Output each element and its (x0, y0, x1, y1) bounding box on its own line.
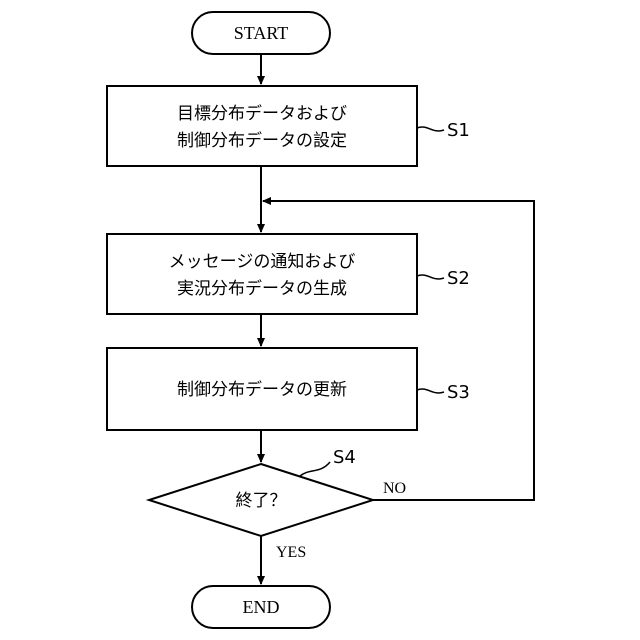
step-s1-leader (417, 127, 444, 131)
end-label: END (243, 597, 280, 617)
decision-s4-question: 終了？ (236, 491, 287, 511)
no-label: NO (383, 480, 406, 497)
step-s3-leader (417, 389, 444, 393)
start-terminal: START (192, 12, 330, 54)
step-s3-id: S3 (447, 382, 470, 403)
step-s2-box: メッセージの通知および 実況分布データの生成 (107, 234, 417, 314)
step-s3-line1: 制御分布データの更新 (177, 379, 347, 400)
step-s1-box: 目標分布データおよび 制御分布データの設定 (107, 86, 417, 166)
step-s1-line2: 制御分布データの設定 (177, 130, 347, 151)
step-s1-id: S1 (447, 120, 470, 141)
step-s2-id: S2 (447, 268, 470, 289)
yes-label: YES (276, 544, 306, 561)
step-s2-line2: 実況分布データの生成 (177, 278, 347, 299)
decision-s4: 終了？ (149, 464, 373, 536)
decision-s4-leader (300, 462, 330, 476)
step-s2-leader (417, 275, 444, 279)
step-s2-line1: メッセージの通知および (169, 252, 356, 272)
decision-s4-id: S4 (333, 447, 356, 468)
start-label: START (234, 23, 288, 43)
end-terminal: END (192, 586, 330, 628)
step-s1-line1: 目標分布データおよび (177, 103, 347, 124)
step-s3-box: 制御分布データの更新 (107, 348, 417, 430)
